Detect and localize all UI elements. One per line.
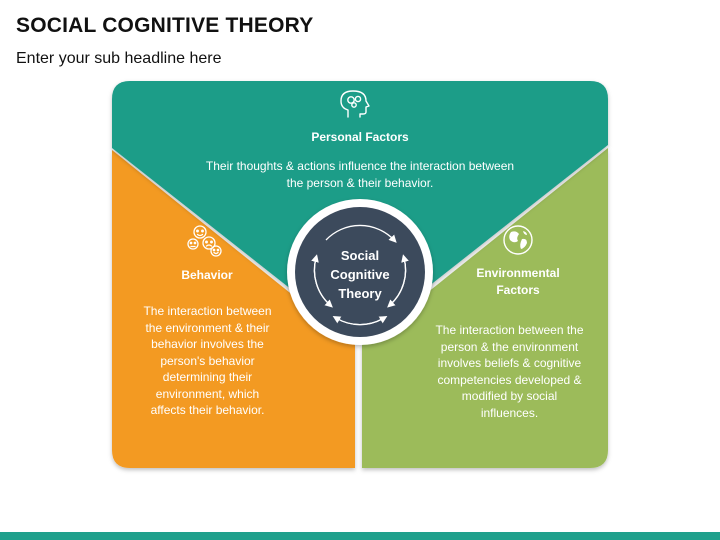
page-subtitle: Enter your sub headline here xyxy=(16,50,222,67)
behavior-description: The interaction between the environment … xyxy=(143,304,272,417)
center-label: Social Cognitive Theory xyxy=(330,248,390,301)
behavior-panel xyxy=(112,150,355,468)
environmental-factors-label: Environmental Factors xyxy=(476,266,560,297)
globe-icon xyxy=(503,225,533,255)
personal-factors-label: Personal Factors xyxy=(311,130,409,144)
cycle-arrows xyxy=(311,224,409,326)
environmental-factors-description: The interaction between the person & the… xyxy=(435,323,584,420)
personal-factors-description: Their thoughts & actions influence the i… xyxy=(205,159,515,190)
behavior-label: Behavior xyxy=(181,268,233,282)
bottom-accent-bar xyxy=(0,532,720,540)
environmental-panel xyxy=(362,148,608,468)
head-gears-icon xyxy=(340,90,370,118)
emoji-faces-icon xyxy=(187,225,222,257)
page-title: SOCIAL COGNITIVE THEORY xyxy=(16,14,314,37)
